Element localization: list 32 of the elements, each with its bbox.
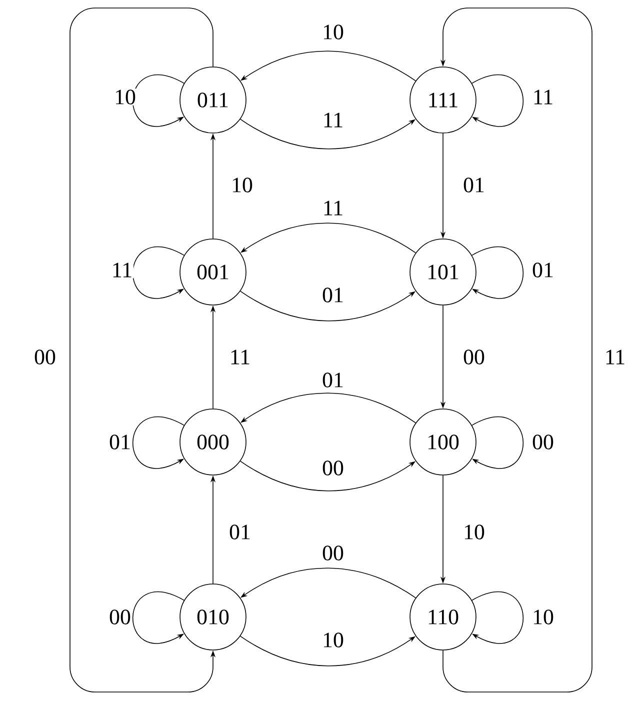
edge-label: 00 [321, 544, 345, 562]
edge-label: 01 [108, 434, 132, 450]
edge-label: 11 [603, 348, 627, 366]
edge-label: 10 [230, 176, 254, 194]
edge-label: 11 [321, 112, 345, 128]
arrow [132, 592, 184, 644]
edge-label: 01 [321, 286, 345, 304]
arrow [472, 416, 524, 469]
edge-label: 10 [113, 88, 137, 106]
edge-label: 00 [462, 348, 486, 366]
edge-label: 11 [228, 348, 252, 366]
edge-label: 00 [531, 434, 555, 450]
edge-label: 11 [321, 200, 345, 216]
arrow [472, 246, 524, 299]
edge-label: 01 [321, 372, 345, 388]
edge-label: 10 [462, 524, 486, 540]
arrow [472, 592, 524, 644]
edge-label: 01 [531, 262, 555, 278]
edge-label: 00 [108, 608, 132, 626]
arrow [132, 416, 184, 469]
edge-label: 10 [321, 632, 345, 648]
edge-label: 10 [531, 608, 555, 626]
edge-label: 10 [321, 24, 345, 40]
edge-label: 00 [321, 460, 345, 476]
arrow [132, 246, 184, 299]
edge-label: 11 [110, 262, 134, 278]
edge-label: 01 [462, 176, 486, 194]
edge-label: 11 [531, 88, 555, 106]
edge-label: 00 [33, 348, 57, 366]
arrow [132, 74, 184, 127]
arrow [472, 74, 524, 127]
edge-label: 01 [228, 524, 252, 540]
